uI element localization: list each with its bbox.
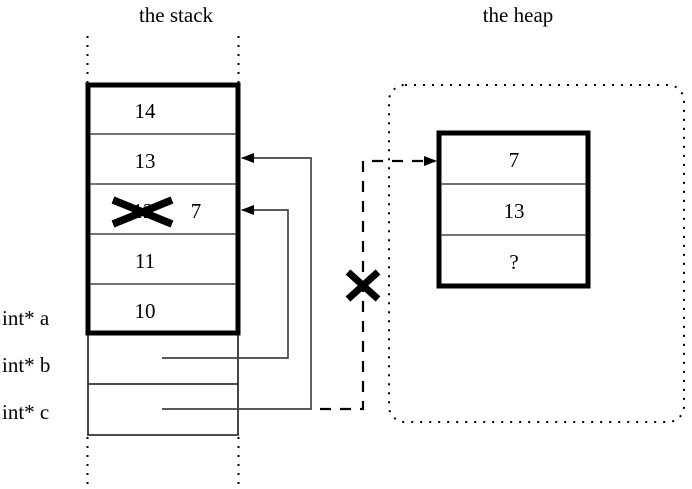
broken-link-x-cross-icon: [345, 269, 381, 302]
stack-cell-value-2-new: 7: [191, 199, 202, 223]
variable-label-b: int* b: [2, 353, 50, 377]
heap-region-boundary: [388, 84, 685, 423]
stack-cell-value-1: 13: [135, 149, 156, 173]
heap-cell-value-2: ?: [509, 250, 518, 274]
stack-cell-value-4: 10: [135, 299, 156, 323]
heap-title: the heap: [483, 3, 554, 27]
heap-cell-value-1: 13: [504, 199, 525, 223]
variable-label-a: int* a: [2, 306, 50, 330]
heap-block-box: [436, 130, 591, 289]
stack-frame-box: [85, 82, 241, 336]
pointer-b-path: [162, 209, 289, 359]
struck-value-x-cross-icon: [111, 196, 174, 228]
stack-cell-value-3: 11: [135, 249, 155, 273]
broken-heap-link-path: [320, 159, 424, 411]
stack-title: the stack: [139, 3, 214, 27]
variable-label-c: int* c: [2, 400, 49, 424]
stack-cell-value-0: 14: [135, 99, 157, 123]
heap-cell-value-0: 7: [509, 148, 520, 172]
pointer-c-path: [162, 157, 312, 410]
